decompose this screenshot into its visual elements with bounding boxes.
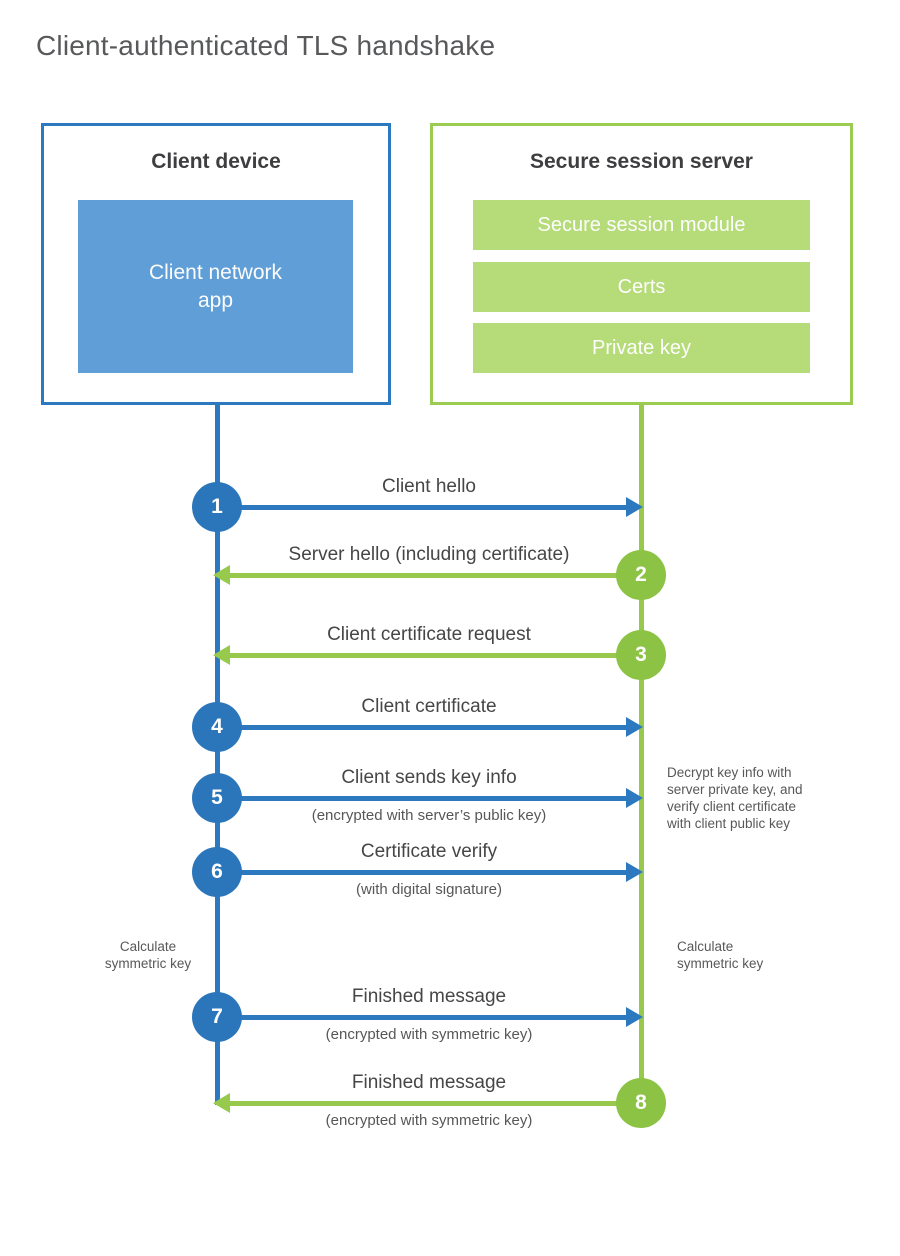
- step-number: 5: [211, 786, 223, 809]
- arrowhead-left-icon: [213, 565, 230, 585]
- step-number: 4: [211, 715, 223, 738]
- secure-session-server-box: Secure session server Secure session mod…: [430, 123, 853, 405]
- calculate-symmetric-key-client: Calculate symmetric key: [104, 939, 192, 971]
- message-label: Client certificate: [361, 696, 497, 717]
- arrow-line: [217, 796, 629, 801]
- message-label: Client hello: [382, 476, 476, 497]
- server-decrypt-note: Decrypt key info with server private key…: [667, 765, 803, 831]
- step-circle-1: 1: [192, 482, 242, 532]
- arrow-line: [217, 870, 629, 875]
- server-module-secure-session-module: Secure session module: [473, 200, 810, 250]
- step-number: 7: [211, 1005, 223, 1028]
- message-sublabel: (encrypted with server’s public key): [311, 807, 547, 824]
- step-number: 6: [211, 860, 223, 883]
- arrowhead-left-icon: [213, 645, 230, 665]
- arrowhead-right-icon: [626, 788, 643, 808]
- arrowhead-right-icon: [626, 862, 643, 882]
- client-lifeline: [215, 405, 220, 1105]
- message-label: Client sends key info: [341, 767, 517, 788]
- message-label: Server hello (including certificate): [288, 544, 570, 565]
- message-label: Finished message: [351, 1072, 507, 1093]
- message-sublabel: (encrypted with symmetric key): [325, 1026, 533, 1043]
- step-number: 1: [211, 495, 223, 518]
- server-module-private-key: Private key: [473, 323, 810, 373]
- arrowhead-right-icon: [626, 1007, 643, 1027]
- client-device-title: Client device: [151, 150, 281, 173]
- server-module-certs: Certs: [473, 262, 810, 312]
- arrow-line: [217, 1015, 629, 1020]
- message-label: Finished message: [351, 986, 507, 1007]
- step-circle-3: 3: [616, 630, 666, 680]
- secure-session-server-title: Secure session server: [530, 150, 753, 173]
- arrow-line: [229, 573, 641, 578]
- diagram-title: Client-authenticated TLS handshake: [36, 30, 496, 61]
- client-network-app-box: Client network app: [78, 200, 353, 373]
- server-lifeline: [639, 405, 644, 1103]
- arrow-line: [217, 505, 629, 510]
- arrowhead-right-icon: [626, 717, 643, 737]
- step-circle-8: 8: [616, 1078, 666, 1128]
- step-circle-2: 2: [616, 550, 666, 600]
- message-label: Client certificate request: [327, 624, 531, 645]
- step-circle-6: 6: [192, 847, 242, 897]
- arrow-line: [229, 1101, 641, 1106]
- step-circle-5: 5: [192, 773, 242, 823]
- step-circle-7: 7: [192, 992, 242, 1042]
- arrow-line: [217, 725, 629, 730]
- arrowhead-right-icon: [626, 497, 643, 517]
- calculate-symmetric-key-server: Calculate symmetric key: [677, 939, 764, 971]
- step-circle-4: 4: [192, 702, 242, 752]
- step-number: 8: [635, 1091, 647, 1114]
- arrowhead-left-icon: [213, 1093, 230, 1113]
- client-device-box: Client device Client network app: [41, 123, 391, 405]
- message-label: Certificate verify: [360, 841, 498, 862]
- step-number: 2: [635, 563, 647, 586]
- step-number: 3: [635, 643, 647, 666]
- arrow-line: [229, 653, 641, 658]
- message-sublabel: (with digital signature): [356, 881, 502, 898]
- message-sublabel: (encrypted with symmetric key): [325, 1112, 533, 1129]
